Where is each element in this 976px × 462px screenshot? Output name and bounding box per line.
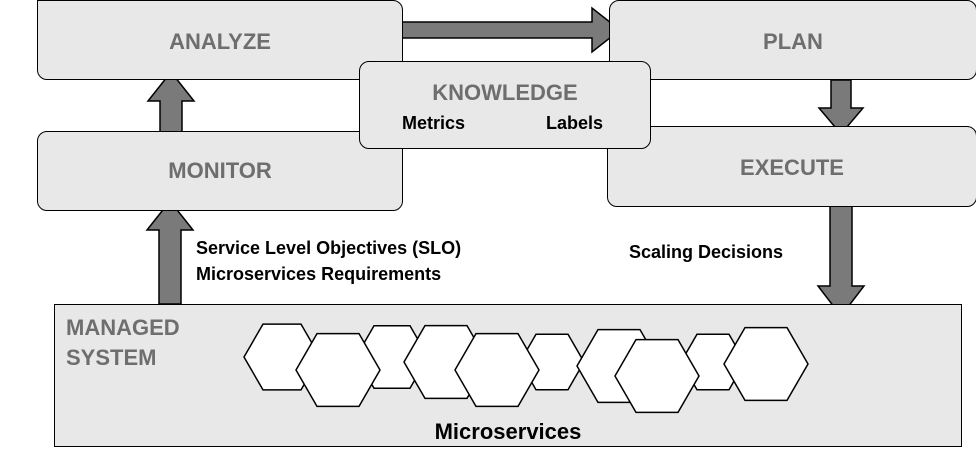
knowledge-box: KNOWLEDGE Metrics Labels [359, 61, 651, 149]
plan-title: PLAN [763, 29, 823, 54]
arrow-managed-to-monitor [145, 199, 195, 305]
execute-title: EXECUTE [740, 155, 844, 180]
monitor-box: MONITOR [37, 131, 403, 211]
requirements-label: Microservices Requirements [196, 264, 442, 284]
slo-label: Service Level Objectives (SLO) [196, 238, 462, 258]
scaling-decisions-label: Scaling Decisions [629, 242, 784, 262]
arrow-plan-to-execute [817, 79, 865, 136]
microservice-hexagon [614, 338, 700, 414]
microservices-caption: Microservices [434, 419, 582, 444]
monitor-title: MONITOR [168, 158, 272, 183]
execute-box: EXECUTE [607, 126, 976, 207]
analyze-box: ANALYZE [37, 0, 403, 80]
arrow-analyze-to-plan [401, 6, 622, 54]
knowledge-title: KNOWLEDGE [432, 80, 578, 105]
analyze-title: ANALYZE [169, 29, 271, 54]
managed-system-box: MANAGED SYSTEM Microservices [54, 304, 962, 447]
arrow-execute-to-managed [816, 205, 866, 318]
knowledge-metrics-label: Metrics [402, 113, 466, 133]
microservice-hexagon [723, 326, 809, 402]
knowledge-labels-label: Labels [546, 113, 604, 133]
managed-system-title: MANAGED SYSTEM [66, 313, 180, 373]
plan-box: PLAN [609, 0, 976, 80]
arrow-monitor-to-analyze [146, 70, 196, 133]
microservice-hexagon [295, 332, 381, 408]
managed-system-title-line1: MANAGED [66, 315, 180, 340]
managed-system-title-line2: SYSTEM [66, 345, 157, 370]
microservice-hexagon [454, 332, 540, 408]
